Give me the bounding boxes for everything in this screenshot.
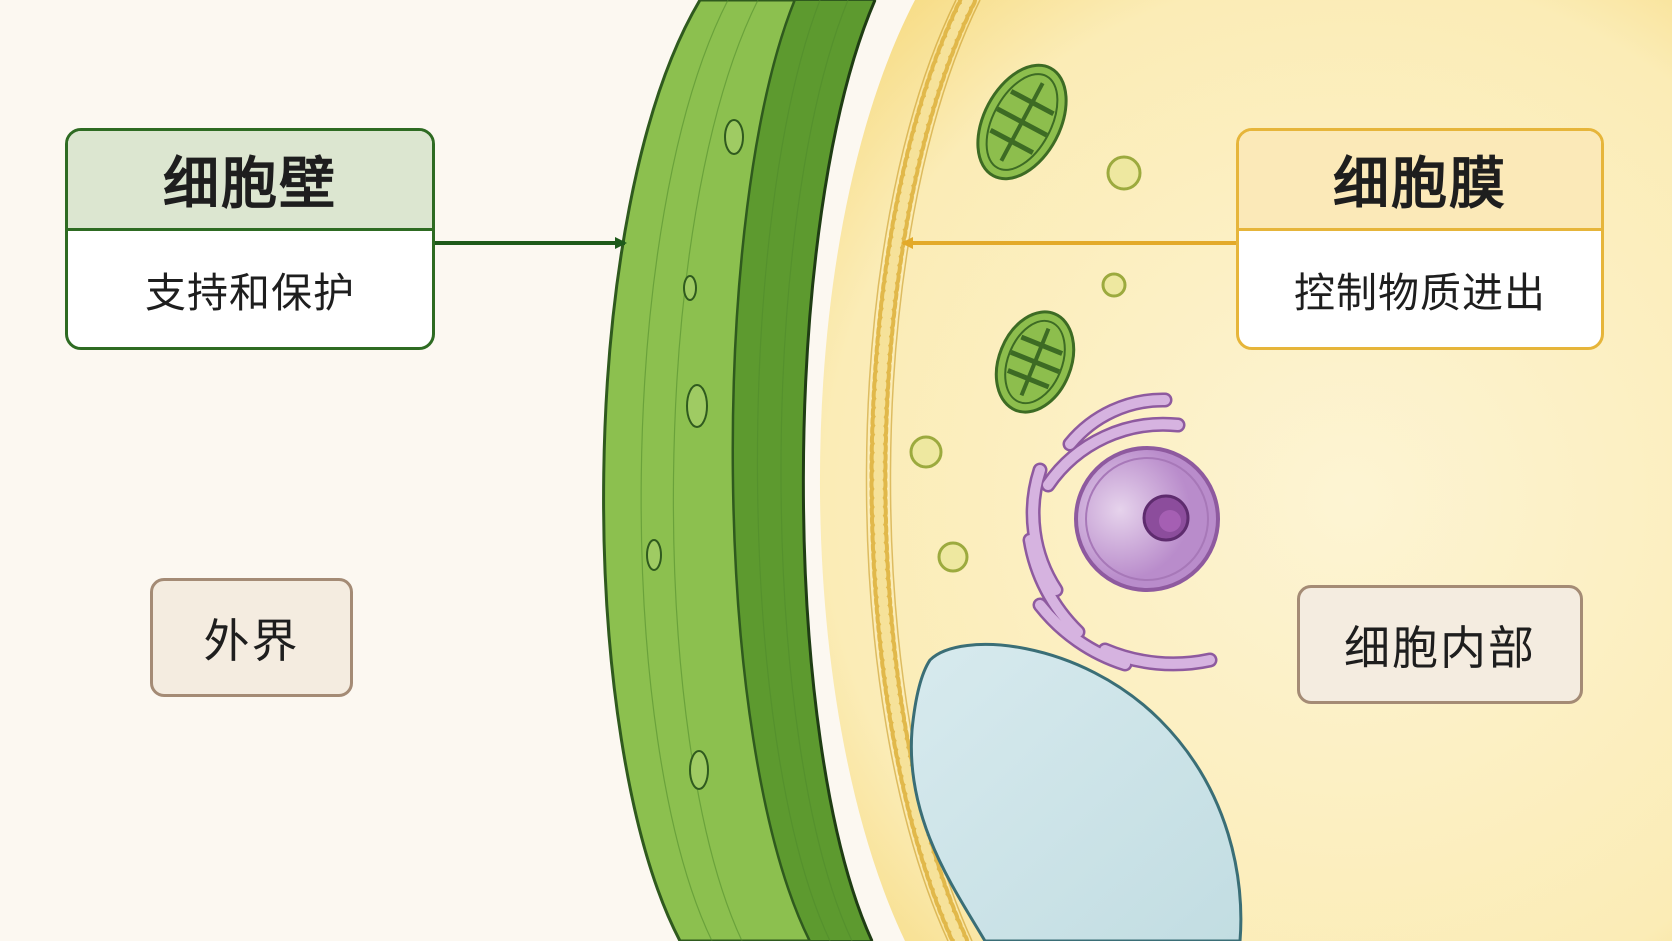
vesicle-icon — [909, 155, 1142, 573]
cell-membrane-callout: 细胞膜 控制物质进出 — [1236, 128, 1604, 350]
cell-membrane-title: 细胞膜 — [1239, 131, 1601, 231]
wall-pits — [646, 119, 744, 790]
nucleus-icon — [1074, 446, 1220, 592]
inside-region-label: 细胞内部 — [1297, 585, 1583, 704]
cell-wall-callout: 细胞壁 支持和保护 — [65, 128, 435, 350]
cell-wall-function: 支持和保护 — [145, 269, 355, 317]
outside-region-label: 外界 — [150, 578, 353, 697]
cell-membrane-function: 控制物质进出 — [1294, 269, 1546, 317]
chloroplast-icon — [976, 63, 1068, 181]
cell-wall-title: 细胞壁 — [68, 131, 432, 231]
cell-wall-inner-edge — [801, 0, 877, 941]
wall-fibres — [640, 0, 853, 941]
vacuole-icon — [909, 643, 1243, 941]
endoplasmic-reticulum-icon — [1022, 392, 1218, 672]
chloroplast-icon — [994, 310, 1076, 414]
